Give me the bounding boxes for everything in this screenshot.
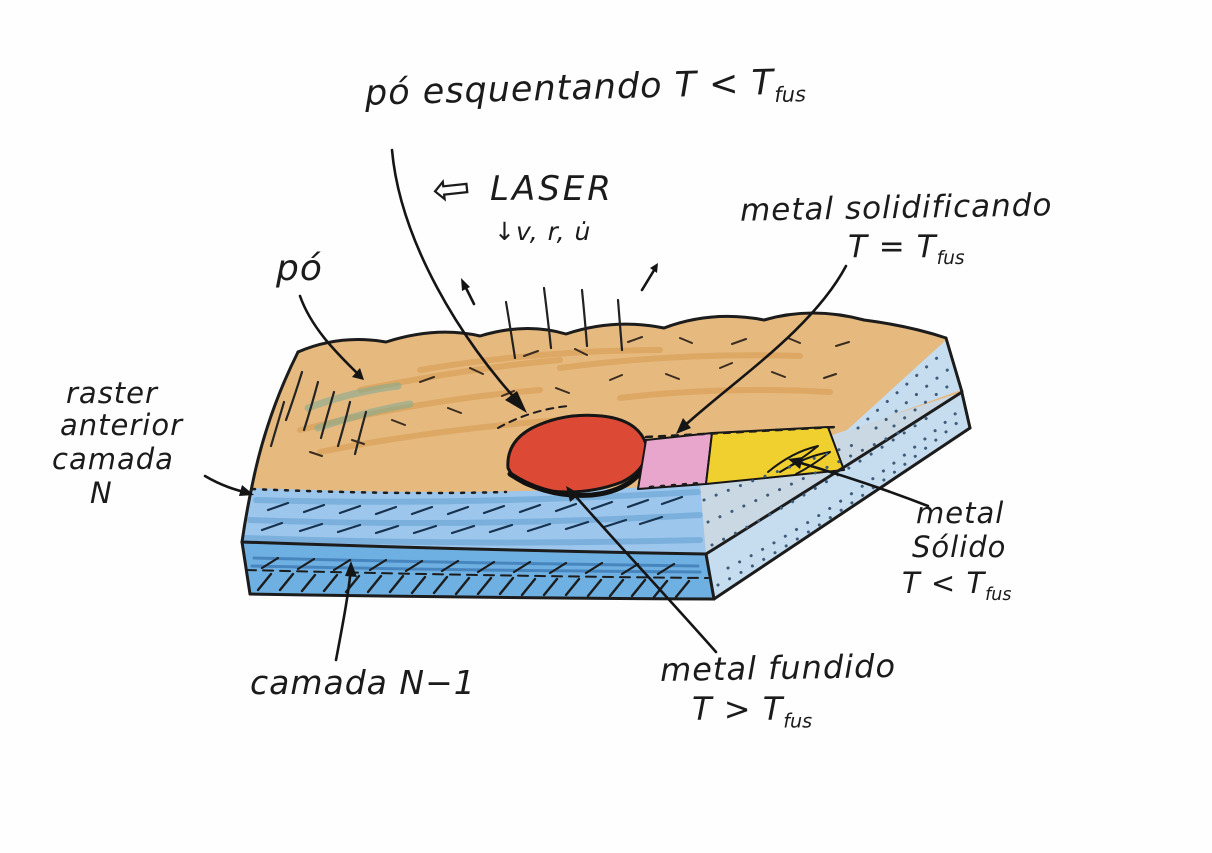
molten-metal-temp-label: T > Tfus [692, 690, 813, 733]
laser-label: LASER [490, 169, 614, 209]
solid-metal-temp-label: T < Tfus [902, 566, 1012, 605]
arrow-molten [569, 489, 718, 654]
arrow-solid-metal [792, 459, 930, 508]
annotation-arrows [203, 148, 930, 662]
molten-metal-label: metal fundido [659, 646, 897, 690]
arrow-layer-below [334, 566, 353, 662]
laser-direction-icon: ⇦ [429, 159, 475, 217]
solidifying-region [637, 432, 713, 490]
arrow-powder [298, 294, 361, 377]
solidifying-temp-label: T = Tfus [848, 229, 965, 270]
front-face-divider [245, 569, 709, 579]
dot-texture [702, 350, 964, 587]
beam-lines [504, 286, 624, 360]
raster-label-line1: raster [66, 376, 158, 410]
track-top-dashed-line [644, 425, 838, 439]
front-face-hatch-upper [260, 556, 676, 576]
arrow-heads [239, 263, 803, 577]
molten-top-dashes [497, 405, 569, 429]
powder-label: pó [276, 248, 323, 289]
right-side-face [706, 393, 970, 599]
powder-slope-hatch [269, 370, 368, 456]
powder-teal-strokes [304, 382, 414, 432]
layer-below-label: camada N−1 [250, 663, 476, 702]
slab-outline [240, 311, 972, 601]
solid-metal-label-line1: metal [916, 496, 1005, 530]
front-face-hatch-lower [256, 572, 691, 599]
raster-ticks [260, 495, 684, 535]
raster-label-line2: anterior [60, 408, 184, 442]
arrow-powder-heating [390, 148, 524, 408]
raster-label-line4: N [90, 476, 113, 510]
powder-ticks [309, 336, 850, 457]
solid-metal-scribble [767, 445, 831, 475]
raster-strip-crayon [243, 489, 703, 546]
solidifying-label: metal solidificando [739, 187, 1053, 229]
solid-metal-label-line2: Sólido [912, 530, 1007, 564]
molten-underline [507, 459, 651, 498]
laser-params-label: ↓v, r, u̇ [494, 217, 592, 246]
heat-arrow-right [640, 265, 658, 292]
strip-boundary-dotted [250, 481, 702, 495]
raster-label-line3: camada [52, 442, 174, 476]
arrow-solidifying [680, 264, 848, 430]
top-right-corner [845, 340, 961, 432]
